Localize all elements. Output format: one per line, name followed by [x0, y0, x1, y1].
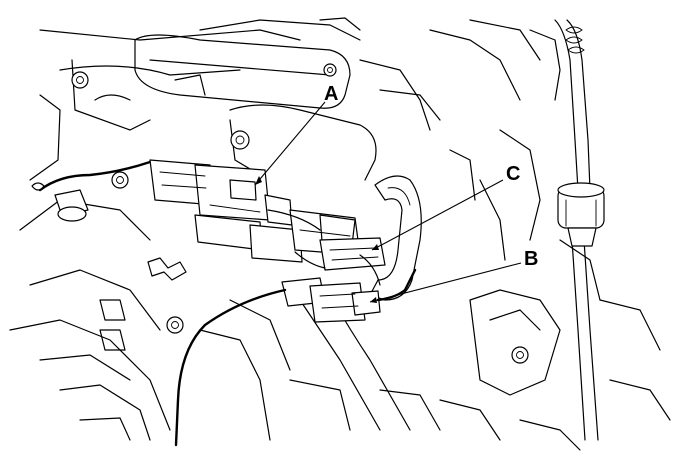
callout-label-b: B: [524, 248, 538, 270]
sensor-icon: [557, 182, 605, 247]
left-sensor-cable: [31, 160, 152, 192]
bolt-icon: [323, 63, 337, 77]
leader-line-c: [371, 179, 504, 251]
harness-wires: [267, 209, 381, 286]
connector-b: [281, 277, 381, 323]
connector-c: [319, 237, 386, 271]
bolt-icon: [230, 130, 250, 150]
right-vertical-pipe: [554, 19, 599, 441]
callout-label-c: C: [506, 163, 520, 185]
bolt-icon: [71, 71, 89, 89]
leader-line-b: [369, 262, 522, 303]
bolt-icon: [511, 346, 529, 364]
bolt-icon: [166, 316, 184, 334]
hose-loop: [369, 175, 422, 301]
connector-a: [149, 159, 293, 226]
leader-line-a: [254, 101, 326, 186]
spark-plug-icon: [54, 189, 89, 222]
bolt-icon: [111, 171, 129, 189]
coil-spring-icon: [565, 26, 585, 54]
callout-label-a: A: [324, 83, 338, 105]
engine-block-background: [9, 17, 671, 451]
